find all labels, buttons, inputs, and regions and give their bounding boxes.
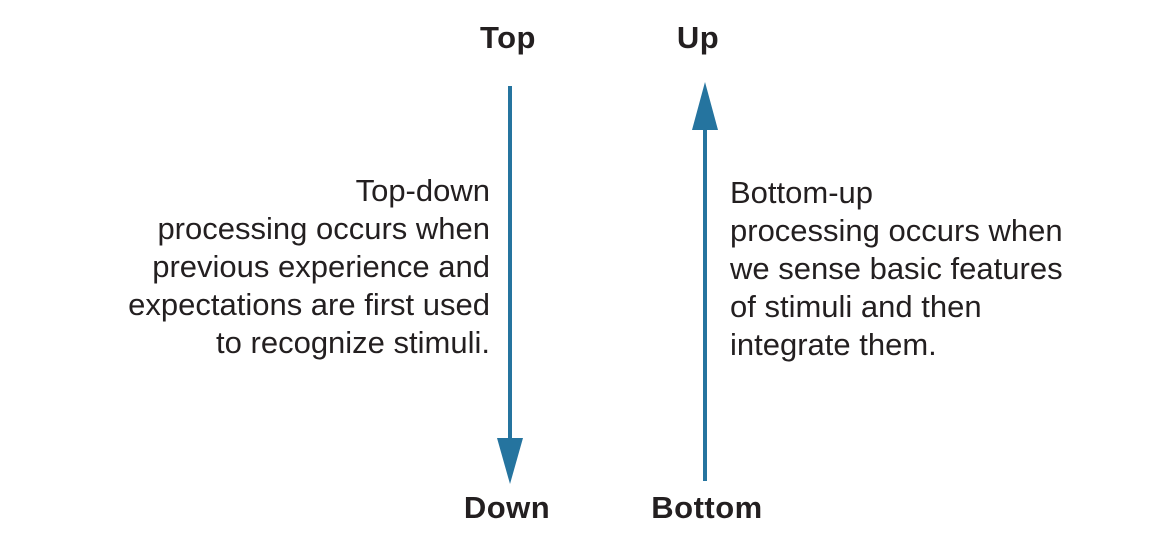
down-arrow-head xyxy=(497,438,523,484)
up-arrow-head xyxy=(692,82,718,130)
top-label: Top xyxy=(479,20,536,55)
bottom-up-description: Bottom-up processing occurs when we sens… xyxy=(730,175,1063,362)
top-down-description: Top-down processing occurs when previous… xyxy=(128,173,490,360)
up-label: Up xyxy=(676,20,720,55)
down-arrow-icon xyxy=(497,86,523,484)
down-label: Down xyxy=(463,490,551,525)
bottom-label: Bottom xyxy=(651,490,763,525)
up-arrow-icon xyxy=(692,82,718,481)
